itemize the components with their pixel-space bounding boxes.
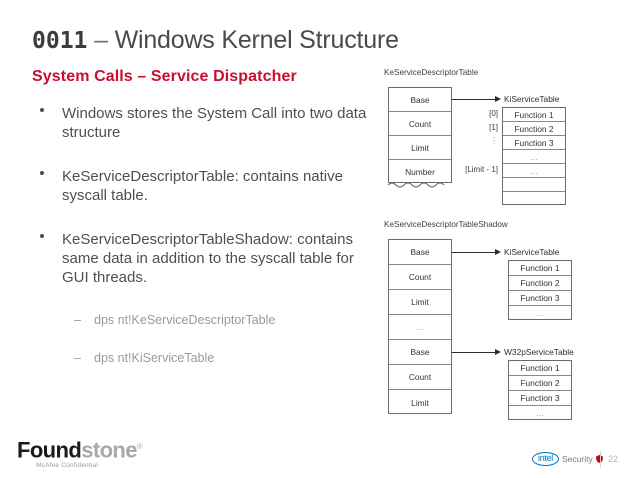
sub-list-item: – dps nt!KeServiceDescriptorTable (32, 312, 372, 328)
table-row: Function 3 (509, 291, 571, 306)
title-dash: – (87, 26, 115, 54)
index-label-1: [1] (489, 123, 498, 132)
sub-bullet-text: dps nt!KiServiceTable (94, 351, 215, 365)
index-label-ellipsis: ⋮ (490, 136, 498, 145)
table-row: Function 2 (509, 276, 571, 291)
intel-security-text: Security (562, 454, 593, 464)
index-label-limit: [Limit - 1] (465, 165, 498, 174)
bullet-text: KeServiceDescriptorTable: contains nativ… (62, 168, 343, 204)
logo-found-text: Found (17, 437, 82, 463)
sub-bullet-dash-icon: – (74, 351, 81, 365)
table-row: Number (405, 166, 435, 177)
table-kiservicetable-shadow: Function 1 Function 2 Function 3 … (508, 260, 572, 320)
foundstone-logo: Foundstone® (17, 436, 143, 463)
bullet-text: Windows stores the System Call into two … (62, 105, 367, 141)
sub-list-item: – dps nt!KiServiceTable (32, 350, 372, 366)
table-row: Limit (411, 397, 429, 408)
title-code: 0011 (32, 28, 88, 54)
table-row: … (389, 315, 451, 340)
list-item: KeServiceDescriptorTable: contains nativ… (32, 167, 372, 205)
table-row (503, 178, 565, 192)
table-title-kiservicetable: KiServiceTable (504, 94, 560, 104)
table-row: Limit (389, 290, 451, 315)
table-w32pservicetable: Function 1 Function 2 Function 3 … (508, 360, 572, 420)
registered-mark-icon: ® (136, 442, 143, 451)
list-item: Windows stores the System Call into two … (32, 104, 372, 142)
table-row: Function 3 (503, 136, 565, 150)
arrow-base2-to-w32pservicetable (452, 352, 496, 353)
intel-security-logo: intel Security (532, 452, 603, 466)
table-row: Base (389, 340, 451, 365)
table-row: Count (389, 365, 451, 390)
table-row (503, 192, 565, 205)
index-label-0: [0] (489, 109, 498, 118)
page-subtitle: System Calls – Service Dispatcher (32, 68, 297, 85)
table-row: Count (389, 112, 451, 136)
arrow-base1-to-kiservicetable (452, 252, 496, 253)
diagram-kservicedescriptortable: KeServiceDescriptorTable Base Count Limi… (382, 68, 638, 205)
sub-bullet-text: dps nt!KeServiceDescriptorTable (94, 313, 276, 327)
table-title-w32pservicetable: W32pServiceTable (504, 347, 574, 357)
table-row: … (535, 408, 545, 418)
arrow-head-icon (495, 349, 501, 355)
table-kservicedescriptortable: Base Count Limit Number (388, 87, 452, 183)
table-row: Count (389, 265, 451, 290)
bullet-dot-icon (40, 108, 44, 112)
diagram-label: KeServiceDescriptorTableShadow (384, 220, 508, 229)
table-shadow: Base Count Limit … Base Count Limit (388, 239, 452, 414)
page-title: 0011 – Windows Kernel Structure (32, 26, 399, 55)
bullet-list: Windows stores the System Call into two … (32, 104, 372, 388)
table-row: … (503, 164, 565, 178)
table-row: Base (389, 240, 451, 265)
page-number: 22 (608, 454, 619, 464)
logo-stone-text: stone (81, 437, 137, 463)
table-row: Function 1 (503, 108, 565, 122)
confidential-notice: McAfee Confidential (36, 462, 98, 469)
table-row: Function 1 (509, 361, 571, 376)
table-row: Function 3 (509, 391, 571, 406)
bullet-dot-icon (40, 171, 44, 175)
diagram-kservicedescriptortableshadow: KeServiceDescriptorTableShadow Base Coun… (382, 220, 638, 435)
table-kiservicetable: Function 1 Function 2 Function 3 … … (502, 107, 566, 205)
table-row: Base (389, 88, 451, 112)
arrow-head-icon (495, 96, 501, 102)
table-title-kiservicetable: KiServiceTable (504, 247, 560, 257)
table-row: Function 1 (509, 261, 571, 276)
arrow-base-to-kiservicetable (452, 99, 496, 100)
intel-wordmark: intel (532, 452, 560, 466)
wavy-edge-icon (387, 182, 445, 188)
table-row: Function 2 (509, 376, 571, 391)
footer-divider (600, 451, 601, 468)
table-row: … (503, 150, 565, 164)
table-row: Limit (389, 136, 451, 160)
sub-bullet-dash-icon: – (74, 313, 81, 327)
arrow-head-icon (495, 249, 501, 255)
title-text: Windows Kernel Structure (114, 26, 399, 54)
list-item: KeServiceDescriptorTableShadow: contains… (32, 230, 372, 287)
bullet-dot-icon (40, 234, 44, 238)
bullet-text: KeServiceDescriptorTableShadow: contains… (62, 231, 354, 286)
diagram-label: KeServiceDescriptorTable (384, 68, 479, 77)
table-row: … (535, 308, 545, 318)
table-row: Function 2 (503, 122, 565, 136)
